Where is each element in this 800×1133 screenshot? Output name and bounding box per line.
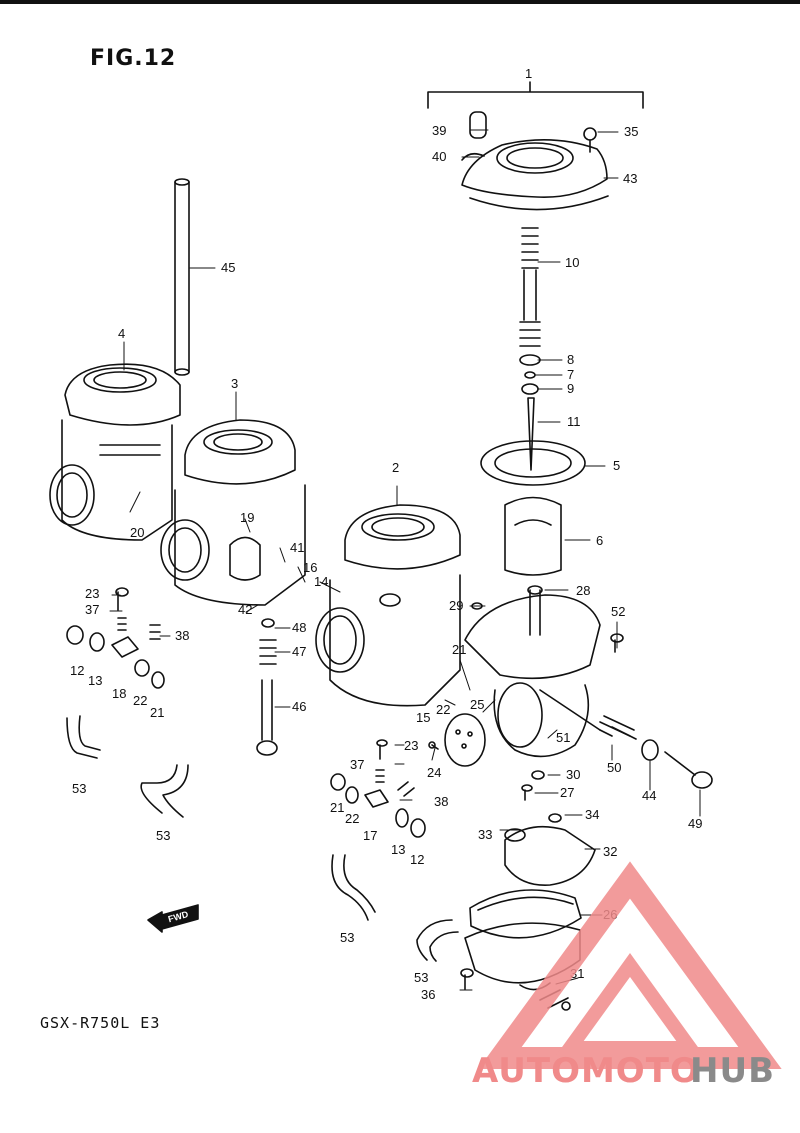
callout-29: 29 [449,598,463,613]
callout-21c: 21 [452,642,466,657]
callout-23a: 23 [85,586,99,601]
callout-12b: 12 [410,852,424,867]
callout-45: 45 [221,260,235,275]
callout-53d: 53 [414,970,428,985]
spring-and-needle [519,227,541,471]
callout-19: 19 [240,510,254,525]
callout-23b: 23 [404,738,418,753]
top-cover [461,111,609,211]
callout-53b: 53 [156,828,170,843]
callout-13b: 13 [391,842,405,857]
carb-body-right [464,585,635,758]
callout-33: 33 [478,827,492,842]
callout-9: 9 [567,381,574,396]
callout-22c: 22 [436,702,450,717]
callout-12a: 12 [70,663,84,678]
callout-24: 24 [427,765,441,780]
float-bowl-assembly [464,825,596,1011]
callout-32: 32 [603,844,617,859]
callout-16: 16 [303,560,317,575]
callout-8: 8 [567,352,574,367]
drain-hoses [66,715,459,962]
callout-44: 44 [642,788,656,803]
callout-52: 52 [611,604,625,619]
callout-7: 7 [567,367,574,382]
callout-49: 49 [688,816,702,831]
callout-40: 40 [432,149,446,164]
callout-41: 41 [290,540,304,555]
callout-3: 3 [231,376,238,391]
left-small-parts [66,587,165,689]
carburetor-3 [160,419,306,606]
callout-18: 18 [112,686,126,701]
callout-22b: 22 [345,811,359,826]
callout-6: 6 [596,533,603,548]
callout-50: 50 [607,760,621,775]
callout-38a: 38 [175,628,189,643]
callout-38b: 38 [434,794,448,809]
callout-47: 47 [292,644,306,659]
figure-title: FIG.12 [90,46,177,71]
carburetor-4 [49,363,181,541]
callout-4: 4 [118,326,125,341]
callout-5: 5 [613,458,620,473]
callout-42: 42 [238,602,252,617]
center-small-parts [256,618,278,756]
callout-48: 48 [292,620,306,635]
callout-27: 27 [560,785,574,800]
callout-14: 14 [314,574,328,589]
callout-37b: 37 [350,757,364,772]
callout-34: 34 [585,807,599,822]
idle-adjuster [599,726,713,789]
vent-tube [174,178,190,376]
callout-2: 2 [392,460,399,475]
callout-17: 17 [363,828,377,843]
forward-arrow-icon [147,904,199,933]
watermark-brand-prefix: AUTOMOTO [472,1051,700,1091]
leader-lines [109,129,701,991]
brand-watermark [478,861,782,1069]
model-code: GSX-R750L E3 [40,1014,161,1032]
callout-13a: 13 [88,673,102,688]
callout-11: 11 [567,414,581,429]
callout-43: 43 [623,171,637,186]
callout-21b: 21 [330,800,344,815]
callout-39: 39 [432,123,446,138]
callout-10: 10 [565,255,579,270]
callout-15: 15 [416,710,430,725]
callout-21a: 21 [150,705,164,720]
callout-25: 25 [470,697,484,712]
top-border [0,0,800,4]
watermark-brand-suffix: HUB [690,1051,775,1091]
callout-53c: 53 [340,930,354,945]
callout-1: 1 [525,66,532,81]
assembly-bracket [427,81,644,109]
callout-30: 30 [566,767,580,782]
callout-53a: 53 [72,781,86,796]
callout-46: 46 [292,699,306,714]
vacuum-cover [444,713,486,767]
callout-36: 36 [421,987,435,1002]
callout-22a: 22 [133,693,147,708]
carburetor-2 [315,504,461,707]
callout-51: 51 [556,730,570,745]
callout-35: 35 [624,124,638,139]
callout-37a: 37 [85,602,99,617]
callout-28: 28 [576,583,590,598]
callout-20: 20 [130,525,144,540]
diaphragm-piston [480,440,586,576]
